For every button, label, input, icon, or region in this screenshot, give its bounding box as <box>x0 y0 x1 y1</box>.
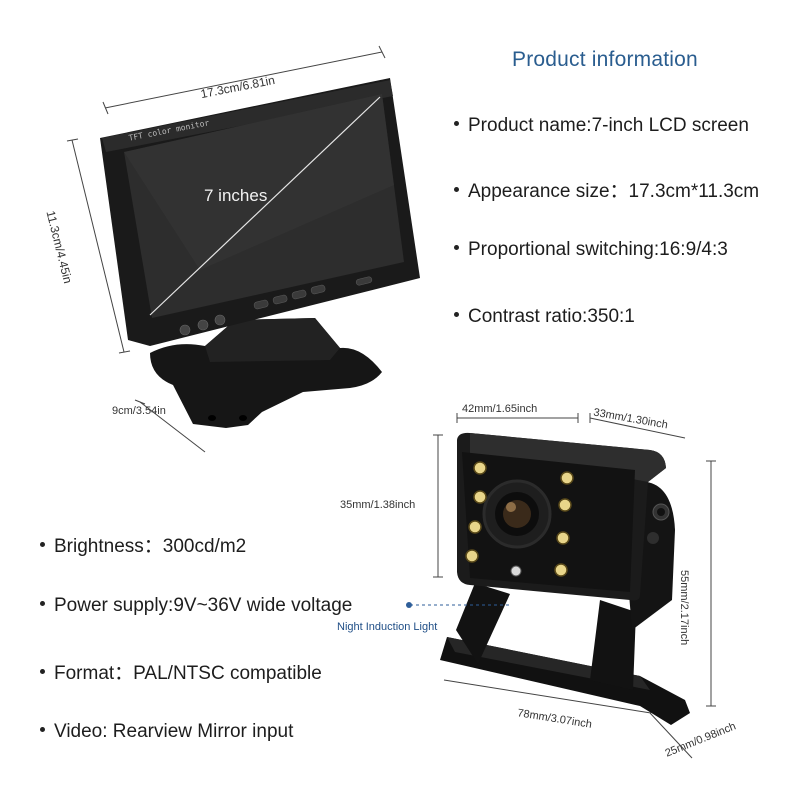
spec-text: Proportional switching:16:9/4:3 <box>468 239 728 260</box>
bullet-icon <box>454 121 459 127</box>
night-induction-light-label: Night Induction Light <box>337 621 438 633</box>
spec-text: Appearance size：17.3cm*11.3cm <box>468 181 760 202</box>
camera-lens-dimension: 35mm/1.38inch <box>340 499 416 511</box>
spec-item: Product name:7-inch LCD screen <box>454 115 749 137</box>
spec-text: Contrast ratio:350:1 <box>468 306 635 327</box>
spec-text: Format：PAL/NTSC compatible <box>54 663 322 684</box>
spec-item: Brightness：300cd/m2 <box>40 531 246 558</box>
camera-width-dimension: 42mm/1.65inch <box>462 403 538 415</box>
bullet-icon <box>40 727 45 733</box>
bullet-icon <box>40 542 45 548</box>
product-info-title: Product information <box>512 48 698 71</box>
bullet-icon <box>454 187 459 193</box>
spec-item: Proportional switching:16:9/4:3 <box>454 239 728 261</box>
spec-text: Product name:7-inch LCD screen <box>468 115 749 136</box>
spec-text: Video: Rearview Mirror input <box>54 721 294 742</box>
spec-item: Power supply:9V~36V wide voltage <box>40 595 352 617</box>
bullet-icon <box>40 601 45 607</box>
bullet-icon <box>40 669 45 675</box>
spec-item: Video: Rearview Mirror input <box>40 721 293 743</box>
spec-text: Brightness：300cd/m2 <box>54 536 247 557</box>
spec-item: Appearance size：17.3cm*11.3cm <box>454 176 759 203</box>
spec-item: Format：PAL/NTSC compatible <box>40 658 322 685</box>
monitor-screen-size-text: 7 inches <box>204 186 268 205</box>
spec-text: Power supply:9V~36V wide voltage <box>54 595 353 616</box>
spec-item: Contrast ratio:350:1 <box>454 306 635 328</box>
monitor-depth-dimension: 9cm/3.54in <box>112 405 166 417</box>
bullet-icon <box>454 312 459 318</box>
camera-height-dimension: 55mm/2.17inch <box>678 570 690 646</box>
bullet-icon <box>454 245 459 251</box>
